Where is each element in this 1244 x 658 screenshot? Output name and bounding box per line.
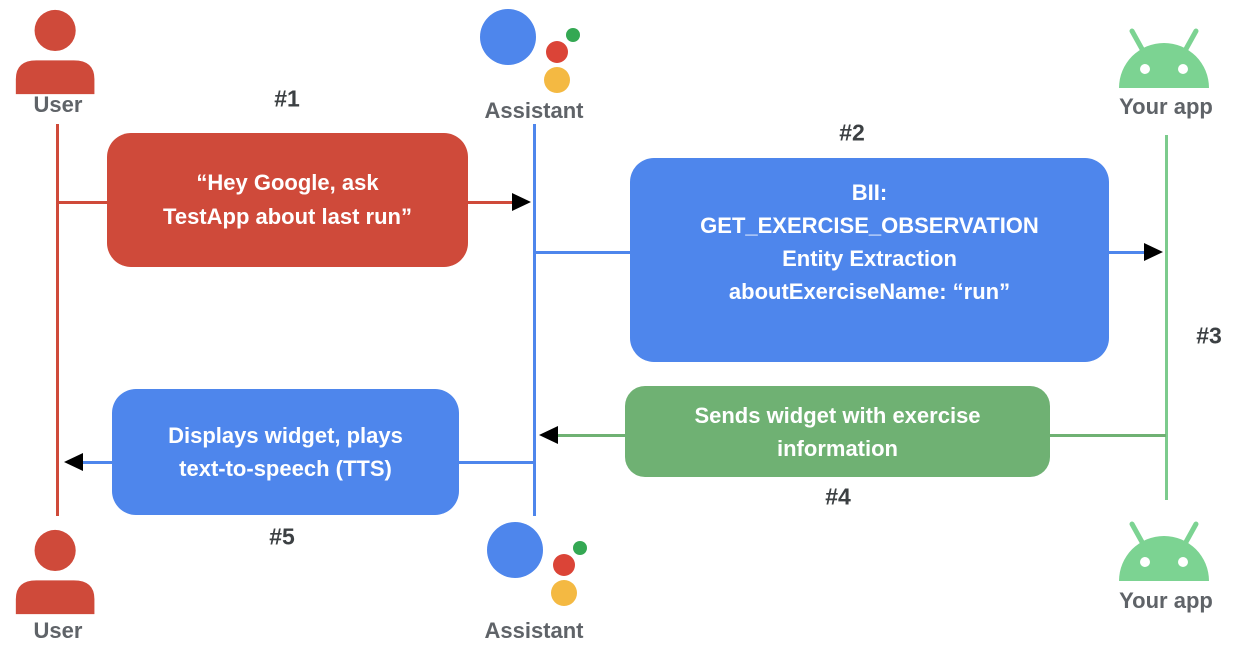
app-lifeline [1165, 135, 1168, 500]
person-icon [15, 529, 95, 615]
user-lifeline [56, 124, 59, 516]
step4-tag: #4 [825, 483, 851, 510]
android-robot-icon [1119, 28, 1209, 88]
message-step1: “Hey Google, ask TestApp about last run” [107, 133, 468, 267]
actor-label-app-top: Your app [1119, 94, 1213, 119]
actor-label-assistant-top: Assistant [484, 98, 584, 123]
message-step2-line: GET_EXERCISE_OBSERVATION [700, 213, 1039, 238]
message-step2-line: aboutExerciseName: “run” [728, 279, 1011, 304]
assistant-lifeline [533, 124, 536, 516]
arrow-step2-head [1144, 243, 1163, 261]
step1-tag: #1 [274, 85, 300, 112]
person-icon [15, 9, 95, 95]
google-assistant-logo-icon [480, 9, 580, 93]
arrow-step4-head [539, 426, 558, 444]
actor-label-app-bottom: Your app [1119, 588, 1213, 613]
message-step1-line: TestApp about last run” [163, 204, 412, 229]
actor-label-assistant-bottom: Assistant [484, 618, 584, 643]
arrow-step5-head [64, 453, 83, 471]
message-step5-line: Displays widget, plays [168, 423, 403, 448]
step2-tag: #2 [839, 119, 865, 146]
message-step2-line: Entity Extraction [782, 246, 957, 271]
message-step1-line: “Hey Google, ask [196, 170, 379, 195]
message-step4: Sends widget with exercise information [625, 386, 1050, 477]
android-robot-icon [1119, 521, 1209, 581]
actor-label-user-bottom: User [33, 618, 83, 643]
message-step4-line: Sends widget with exercise [694, 402, 981, 428]
step5-tag: #5 [269, 523, 295, 550]
actor-label-user-top: User [33, 92, 83, 117]
step3-tag: #3 [1196, 322, 1222, 349]
message-step2-line: BII: [851, 180, 888, 205]
message-step4-line: information [777, 435, 898, 461]
arrow-step1-head [512, 193, 531, 211]
message-step2: BII: GET_EXERCISE_OBSERVATION Entity Ext… [630, 158, 1109, 362]
google-assistant-logo-icon [487, 522, 587, 606]
message-step5-line: text-to-speech (TTS) [179, 456, 392, 481]
message-step5: Displays widget, plays text-to-speech (T… [112, 389, 459, 515]
